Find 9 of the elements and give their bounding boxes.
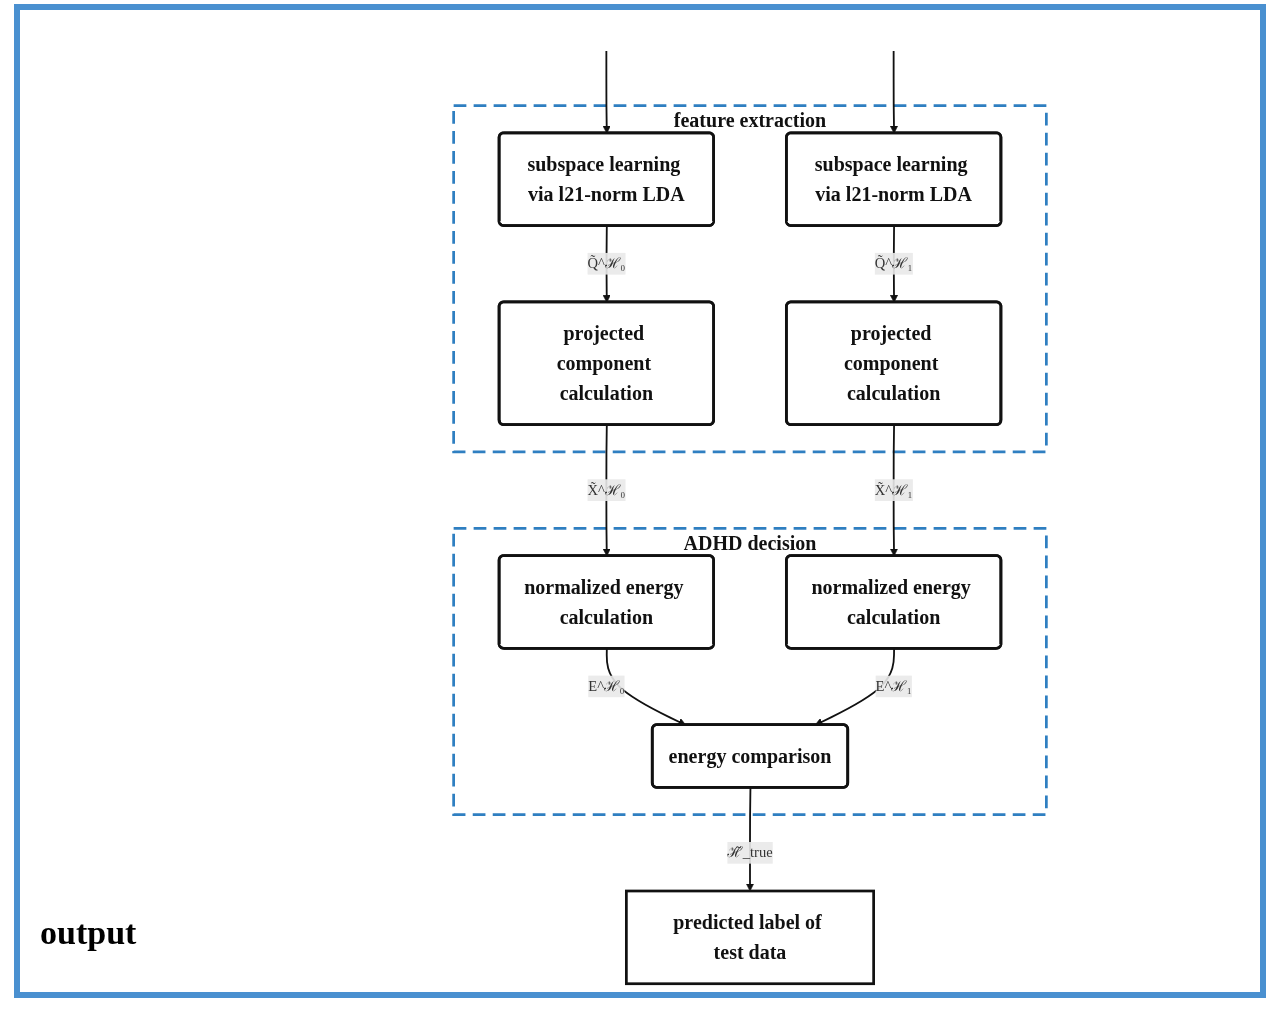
row-label: output [40, 914, 138, 952]
edge-label: Q̃^ℋ₀ [587, 255, 626, 271]
edge-label: E^ℋ₀ [588, 678, 625, 694]
edge-label: ℋ̃_true [727, 844, 773, 861]
node-box: predicted label of test data [625, 889, 875, 986]
edge-label: X̃^ℋ₁ [874, 481, 913, 498]
edge-label: Q̃^ℋ₁ [874, 255, 913, 271]
edge-label: X̃^ℋ₀ [587, 481, 626, 498]
edge-label: E^ℋ₁ [875, 678, 912, 694]
